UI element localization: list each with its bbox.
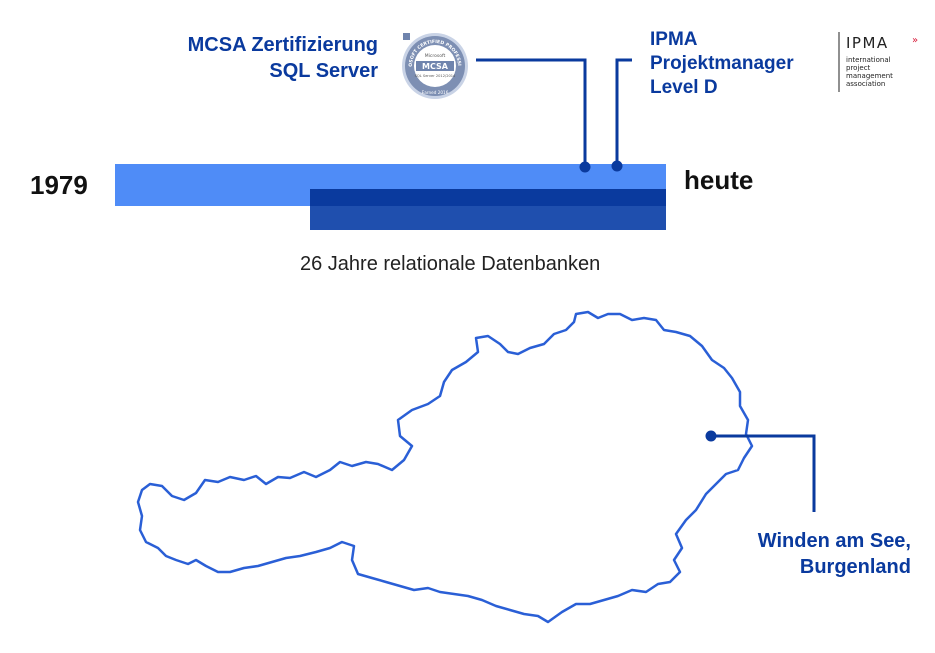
mcsa-title-line1: MCSA Zertifizierung	[187, 34, 378, 56]
location-line1: Winden am See,	[757, 530, 911, 552]
badge-brand: Microsoft	[425, 53, 446, 59]
ipma-connector-dot	[611, 160, 623, 172]
ipma-logo-line2: project	[846, 64, 871, 72]
ipma-title-line1: IPMA	[650, 29, 698, 50]
location-line2: Burgenland	[799, 556, 911, 578]
location-label: Winden am See, Burgenland	[671, 528, 911, 580]
mcsa-connector-line	[476, 58, 587, 167]
austria-outline	[136, 310, 754, 624]
timeline-start-label: 1979	[30, 170, 88, 200]
location-marker-dot	[705, 430, 717, 442]
mcsa-badge-icon: MICROSOFT CERTIFIED PROFESSIONAL Microso…	[400, 30, 468, 99]
mcsa-connector-dot	[579, 161, 591, 173]
mcsa-title-line2: SQL Server	[269, 60, 378, 82]
ipma-logo-line1: international	[846, 56, 891, 64]
badge-name: MCSA	[422, 62, 449, 71]
mcsa-certification-title: MCSA Zertifizierung SQL Server	[118, 32, 378, 84]
ipma-logo-chevrons: »	[912, 35, 918, 46]
location-connector-line	[711, 434, 816, 512]
badge-earned: Earned 2016	[422, 90, 449, 95]
ipma-connector-line	[615, 58, 632, 166]
ipma-logo-wordmark: IPMA	[846, 34, 889, 52]
ipma-logo-line3: management	[846, 72, 893, 80]
ipma-title-line2: Projektmanager	[650, 53, 794, 74]
timeline-caption: 26 Jahre relationale Datenbanken	[300, 253, 601, 275]
ipma-logo-icon: IPMA » international project management …	[838, 32, 918, 92]
badge-sub: SQL Server 2012/2014	[415, 74, 456, 78]
austria-map-icon	[136, 310, 754, 624]
ipma-certification-title: IPMA Projektmanager Level D	[650, 28, 794, 100]
ipma-title-line3: Level D	[650, 77, 718, 98]
timeline-bar-dark-overlap	[310, 189, 666, 206]
timeline-end-label: heute	[684, 165, 754, 195]
ipma-logo-line4: association	[846, 80, 885, 88]
